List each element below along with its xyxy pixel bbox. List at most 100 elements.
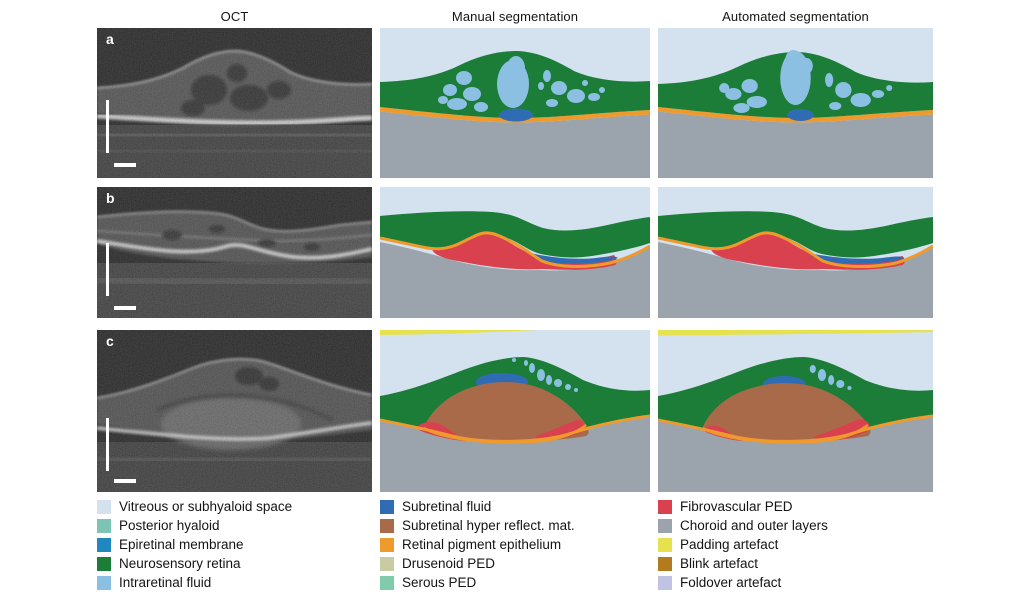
legend-label: Retinal pigment epithelium: [402, 537, 562, 552]
panel-label-c: c: [106, 333, 114, 349]
panel-label-a: a: [106, 31, 114, 47]
region-subretinal-fluid: [499, 108, 533, 122]
legend-label: Intraretinal fluid: [119, 575, 212, 590]
legend-swatch: [97, 556, 111, 571]
legend-label: Subretinal hyper reflect. mat.: [402, 518, 575, 533]
region-fibrovascular-ped: [812, 419, 870, 442]
automated-segmentation-panel-a: [658, 28, 933, 178]
legend-item-subretinal-hyper-reflect: Subretinal hyper reflect. mat.: [380, 518, 575, 533]
region-intraretinal-fluid-cysts: [512, 358, 578, 392]
region-subretinal-fluid: [787, 109, 814, 121]
oct-scan-panel-a: a: [97, 28, 372, 178]
legend-label: Fibrovascular PED: [680, 499, 793, 514]
legend-label: Subretinal fluid: [402, 499, 492, 514]
legend-item-foldover-artefact: Foldover artefact: [658, 575, 781, 590]
manual-segmentation-image-c: [380, 330, 650, 492]
legend-label: Epiretinal membrane: [119, 537, 244, 552]
legend-label: Padding artefact: [680, 537, 779, 552]
region-padding-artefact: [380, 330, 538, 335]
automated-segmentation-image-c: [658, 330, 933, 492]
scale-bar-vertical: [106, 100, 109, 153]
legend-swatch: [380, 518, 394, 533]
legend-item-serous-ped: Serous PED: [380, 575, 476, 590]
region-intraretinal-fluid-cysts: [719, 50, 893, 113]
region-intraretinal-fluid-cysts: [809, 365, 852, 390]
scale-bar-horizontal: [114, 479, 136, 483]
region-choroid: [658, 111, 933, 178]
region-rpe: [658, 231, 933, 269]
region-neurosensory-retina: [658, 211, 933, 258]
region-subretinal-hyper-reflect: [424, 382, 589, 442]
oct-scan-panel-c: c: [97, 330, 372, 492]
column-header-manual-segmentation: Manual segmentation: [451, 9, 579, 24]
legend-item-subretinal-fluid: Subretinal fluid: [380, 499, 491, 514]
legend-swatch: [658, 537, 672, 552]
legend-swatch: [97, 537, 111, 552]
region-choroid: [380, 242, 650, 318]
automated-segmentation-image-b: [658, 187, 933, 318]
region-choroid: [658, 242, 933, 318]
region-rpe: [658, 414, 933, 443]
legend-swatch: [658, 518, 672, 533]
legend-item-fibrovascular-ped: Fibrovascular PED: [658, 499, 793, 514]
panel-label-b: b: [106, 190, 115, 206]
scale-bar-vertical: [106, 243, 109, 296]
legend-swatch: [380, 499, 394, 514]
region-fibrovascular-ped: [432, 233, 617, 270]
legend-item-drusenoid-ped: Drusenoid PED: [380, 556, 495, 571]
legend-swatch: [658, 575, 672, 590]
region-subretinal-hyper-reflect: [702, 383, 871, 442]
scale-bar-horizontal: [114, 163, 136, 167]
legend-label: Choroid and outer layers: [680, 518, 828, 533]
automated-segmentation-panel-c: [658, 330, 933, 492]
legend-swatch: [97, 499, 111, 514]
legend-item-posterior-hyaloid: Posterior hyaloid: [97, 518, 220, 533]
manual-segmentation-panel-b: [380, 187, 650, 318]
legend-label: Vitreous or subhyaloid space: [119, 499, 293, 514]
oct-scan-panel-b: b: [97, 187, 372, 318]
legend-item-epiretinal-membrane: Epiretinal membrane: [97, 537, 244, 552]
region-rpe: [380, 107, 650, 123]
region-rpe: [380, 414, 650, 443]
legend-item-choroid: Choroid and outer layers: [658, 518, 828, 533]
region-rpe: [423, 424, 587, 444]
region-rpe: [380, 231, 650, 269]
region-neurosensory-retina: [380, 211, 650, 258]
column-header-automated-segmentation: Automated segmentation: [722, 9, 869, 24]
region-rpe: [702, 424, 869, 444]
legend-swatch: [658, 556, 672, 571]
region-subretinal-fluid: [808, 253, 905, 264]
legend-swatch: [380, 575, 394, 590]
legend-item-rpe: Retinal pigment epithelium: [380, 537, 561, 552]
manual-segmentation-panel-c: [380, 330, 650, 492]
manual-segmentation-image-b: [380, 187, 650, 318]
legend-label: Foldover artefact: [680, 575, 782, 590]
legend-swatch: [97, 518, 111, 533]
manual-segmentation-image-a: [380, 28, 650, 178]
legend-item-intraretinal-fluid: Intraretinal fluid: [97, 575, 211, 590]
legend-swatch: [380, 537, 394, 552]
scale-bar-horizontal: [114, 306, 136, 310]
oct-scan-image-c: [97, 330, 372, 492]
region-choroid: [380, 111, 650, 178]
oct-scan-image-a: [97, 28, 372, 178]
legend-label: Serous PED: [402, 575, 477, 590]
legend-label: Neurosensory retina: [119, 556, 241, 571]
legend-swatch: [658, 499, 672, 514]
legend-label: Blink artefact: [680, 556, 759, 571]
scale-bar-vertical: [106, 418, 109, 471]
region-padding-artefact: [658, 330, 933, 336]
legend-swatch: [97, 575, 111, 590]
region-rpe: [658, 107, 933, 123]
legend-swatch: [380, 556, 394, 571]
region-fibrovascular-ped: [535, 420, 587, 440]
legend-item-blink-artefact: Blink artefact: [658, 556, 758, 571]
column-header-oct: OCT: [220, 9, 249, 24]
legend-label: Posterior hyaloid: [119, 518, 220, 533]
legend-item-padding-artefact: Padding artefact: [658, 537, 778, 552]
region-intraretinal-fluid-cysts: [438, 56, 605, 112]
region-fibrovascular-ped: [710, 233, 905, 270]
oct-scan-image-b: [97, 187, 372, 318]
manual-segmentation-panel-a: [380, 28, 650, 178]
